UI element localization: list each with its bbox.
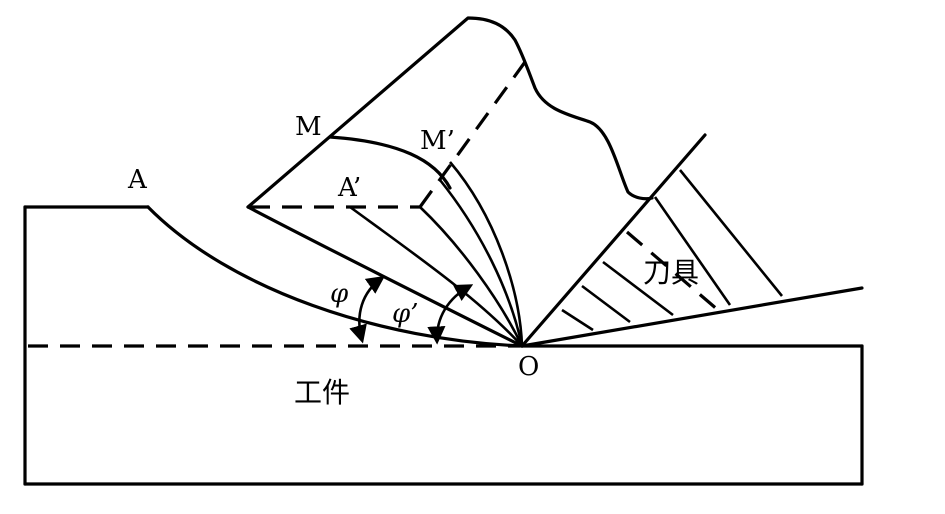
slip-line-4 [449,161,524,347]
slip-line-1 [349,205,523,347]
label-tool: 刀具 [643,256,699,289]
slip-line-3 [438,179,524,347]
phi-prime-arc [427,284,474,345]
label-o: O [518,352,539,382]
tool-flank-face [520,286,864,348]
tool-hatch-5 [561,308,594,332]
tool-hatch-dashed [625,230,720,312]
tool-hatch-2 [653,196,732,306]
label-a-prime: A’ [337,173,361,203]
label-phi: φ [330,279,349,309]
tool-hatch-1 [678,169,784,297]
label-a: A [127,165,148,195]
chip-outer-edge [246,16,654,209]
shear-line-AO [146,205,524,348]
workpiece [23,205,864,486]
label-phi-prime: φ’ [392,299,418,329]
tool [520,133,864,348]
slip-line-2 [419,206,524,347]
tool-hatch-3 [602,260,674,317]
label-workpiece: 工件 [294,376,350,409]
phi-arc [349,275,385,344]
angle-marks [349,275,474,345]
chip [146,16,654,348]
tool-rake-face [520,133,707,348]
boundary-curve-M [328,135,452,190]
shear-line-MO [246,205,524,348]
label-m: M [295,112,322,142]
label-m-prime: M’ [420,126,455,156]
tool-hatch-4 [581,284,631,324]
